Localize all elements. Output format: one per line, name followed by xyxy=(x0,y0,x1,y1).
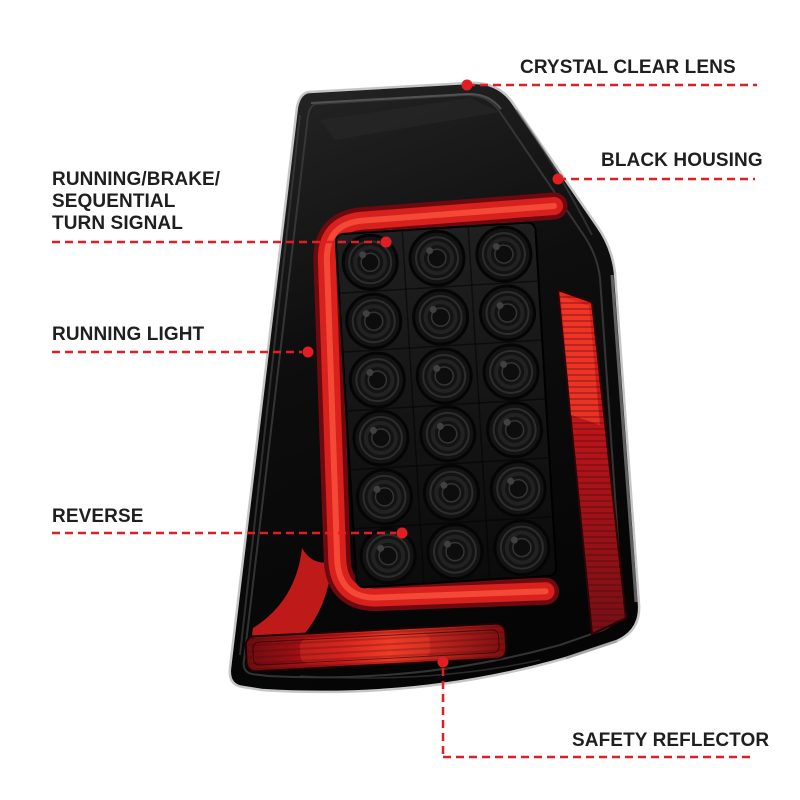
callout-label-reverse: REVERSE xyxy=(52,506,144,527)
led-bulb xyxy=(346,349,408,411)
inner-bezel-line xyxy=(242,93,624,679)
led-bulb xyxy=(350,407,412,469)
led-cell-dividers xyxy=(338,226,554,584)
callout-dot-crystal-clear-lens xyxy=(461,79,473,91)
side-reflector xyxy=(556,288,628,636)
led-bulb xyxy=(476,282,539,344)
led-bulb xyxy=(410,286,472,348)
bottom-right-lens-edge xyxy=(565,639,618,660)
led-bulb xyxy=(473,223,535,285)
callout-dot-black-housing xyxy=(552,173,564,185)
corner-light-flare xyxy=(252,548,332,660)
led-bulb xyxy=(413,345,475,407)
led-bulb xyxy=(491,516,553,579)
callout-dot-reverse xyxy=(396,527,408,539)
led-bulb xyxy=(417,403,479,465)
callout-label-line: SEQUENTIAL xyxy=(52,191,176,212)
callout-dot-running-brake-sequential-turn-signal xyxy=(380,236,392,248)
led-bulb xyxy=(420,462,482,524)
top-lens-lip-highlight xyxy=(310,92,502,110)
led-bulb xyxy=(353,466,416,528)
callout-label-line: TURN SIGNAL xyxy=(52,213,183,234)
led-bulb xyxy=(424,521,486,583)
callout-dots xyxy=(302,79,564,668)
bottom-gloss-line xyxy=(299,659,541,679)
left-bezel-gloss-line xyxy=(239,114,301,656)
led-section xyxy=(313,192,568,612)
right-edge-lens-strip xyxy=(610,274,638,603)
callout-dot-safety-reflector xyxy=(437,656,449,668)
top-left-reflection xyxy=(320,98,500,140)
callout-label-line: RUNNING/BRAKE/ xyxy=(52,169,221,190)
led-bulb xyxy=(480,341,542,403)
led-bulb xyxy=(343,290,405,352)
callout-label-running-light: RUNNING LIGHT xyxy=(52,324,205,345)
led-bulb xyxy=(357,525,419,587)
led-bulb xyxy=(406,227,468,289)
callout-label-crystal-clear-lens: CRYSTAL CLEAR LENS xyxy=(520,57,736,78)
led-bulb xyxy=(484,399,546,461)
callout-dot-running-light xyxy=(302,346,314,358)
tail-light-body xyxy=(228,81,641,694)
light-bar-core-highlight xyxy=(323,202,558,601)
led-bulb xyxy=(487,458,549,520)
callout-lines xyxy=(52,83,757,759)
callout-label-safety-reflector: SAFETY REFLECTOR xyxy=(572,730,770,751)
callout-label-black-housing: BLACK HOUSING xyxy=(601,150,763,171)
top-right-gloss-line xyxy=(515,109,593,236)
callout-label-running-brake-sequential-turn-signal: RUNNING/BRAKE/ SEQUENTIAL TURN SIGNAL xyxy=(52,169,220,235)
